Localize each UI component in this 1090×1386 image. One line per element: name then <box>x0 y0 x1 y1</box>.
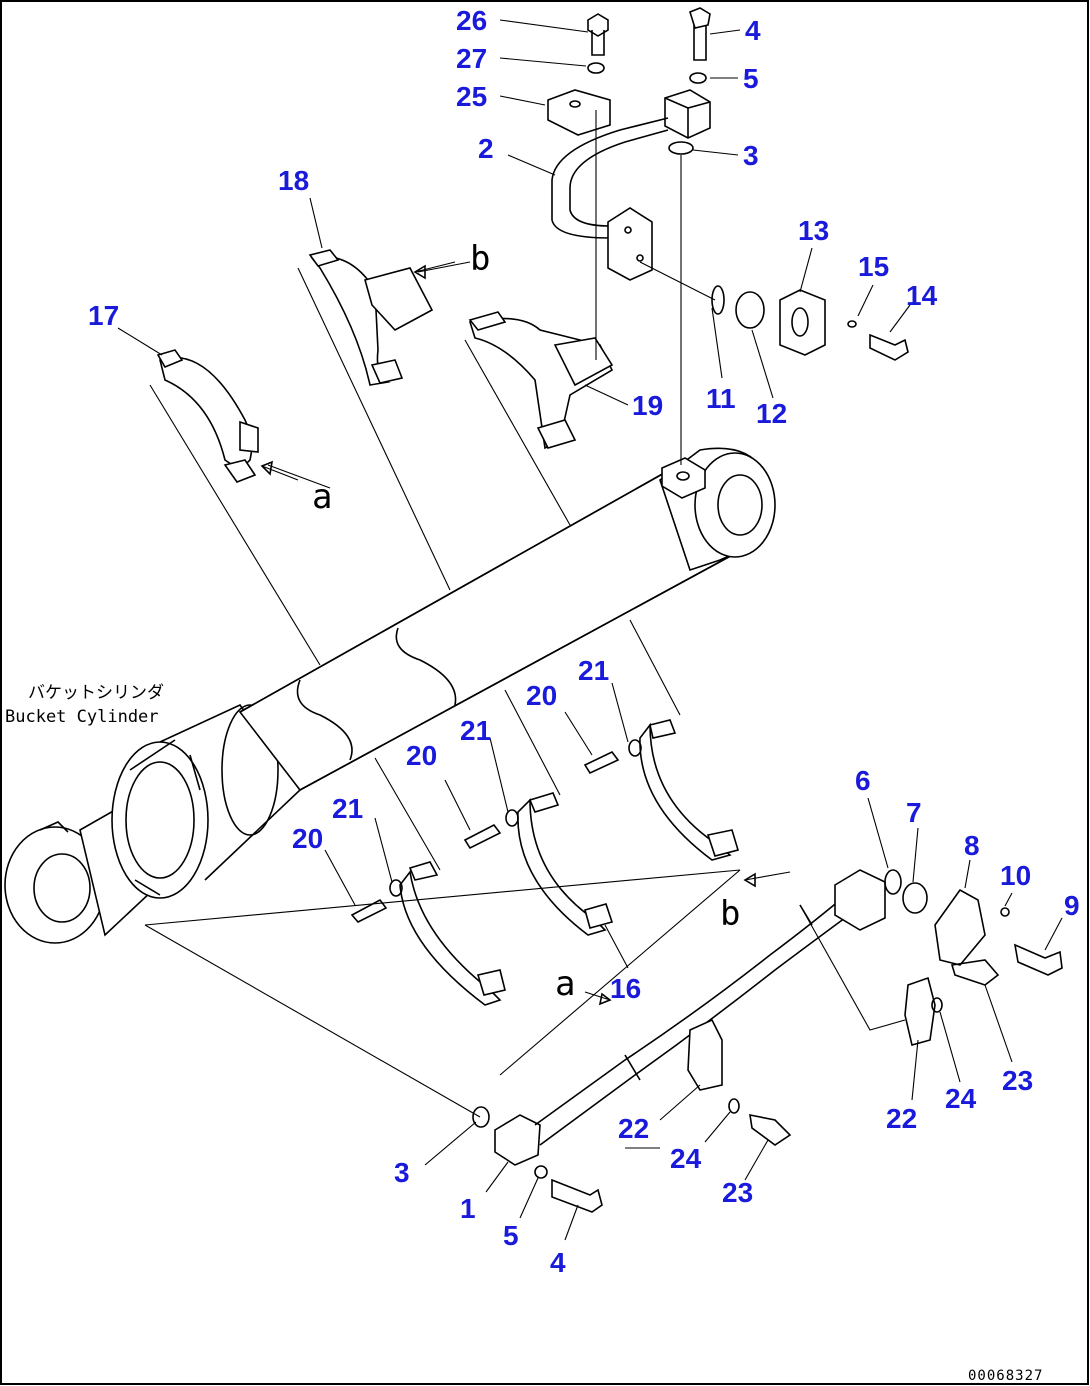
callout-20-left: 20 <box>292 823 323 854</box>
callout-8: 8 <box>964 830 980 861</box>
callout-1: 1 <box>460 1193 476 1224</box>
callout-17: 17 <box>88 300 119 331</box>
view-letter-a-left: a <box>312 477 332 517</box>
callout-21-right: 21 <box>578 655 609 686</box>
upper-pipe <box>551 89 909 361</box>
view-letter-b-bottom: b <box>720 894 740 934</box>
callout-4-top: 4 <box>745 15 761 46</box>
callout-19: 19 <box>632 390 663 421</box>
clamp-19 <box>468 311 614 450</box>
callout-21-left: 21 <box>332 793 363 824</box>
callout-24-bottom: 24 <box>670 1143 702 1174</box>
callout-27: 27 <box>456 43 487 74</box>
view-letter-b-top: b <box>470 239 490 279</box>
label-en: Bucket Cylinder <box>5 707 159 727</box>
callout-14: 14 <box>906 280 938 311</box>
callout-15: 15 <box>858 251 889 282</box>
callout-18: 18 <box>278 165 309 196</box>
callout-22-bottom: 22 <box>618 1113 649 1144</box>
view-letter-a-bottom: a <box>555 964 575 1004</box>
callout-23-bottom: 23 <box>722 1177 753 1208</box>
callout-22-right: 22 <box>886 1103 917 1134</box>
callout-2: 2 <box>478 133 494 164</box>
callout-6: 6 <box>855 765 871 796</box>
leader-lines <box>117 19 1063 1241</box>
callout-numbers: 26 27 25 4 5 2 3 18 13 15 14 17 19 11 12… <box>88 5 1080 1278</box>
bucket-cylinder <box>4 447 776 944</box>
callout-3-bottom: 3 <box>394 1157 410 1188</box>
callout-7: 7 <box>906 797 922 828</box>
callout-5-top: 5 <box>743 63 759 94</box>
callout-24-right: 24 <box>945 1083 977 1114</box>
callout-16: 16 <box>610 973 641 1004</box>
callout-10: 10 <box>1000 860 1031 891</box>
callout-21-middle: 21 <box>460 715 491 746</box>
callout-23-right: 23 <box>1002 1065 1033 1096</box>
lower-clamps <box>350 719 740 1006</box>
text-labels: バケットシリンダ Bucket Cylinder 00068327 b a b … <box>5 239 1043 1384</box>
callout-26: 26 <box>456 5 487 36</box>
drawing-code: 00068327 <box>968 1368 1043 1384</box>
lower-pipe <box>472 869 1063 1213</box>
callout-11: 11 <box>706 383 736 414</box>
callout-13: 13 <box>798 215 829 246</box>
clamp-17 <box>156 349 259 483</box>
callout-12: 12 <box>756 398 787 429</box>
callout-3-top: 3 <box>743 140 759 171</box>
callout-20-right: 20 <box>526 680 557 711</box>
callout-25: 25 <box>456 81 487 112</box>
callout-20-middle: 20 <box>406 740 437 771</box>
callout-5-bottom: 5 <box>503 1220 519 1251</box>
upper-fasteners <box>547 7 711 155</box>
callout-4-bottom: 4 <box>550 1247 566 1278</box>
label-jp: バケットシリンダ <box>28 683 164 703</box>
clamp-18 <box>308 249 434 386</box>
callout-9: 9 <box>1064 890 1080 921</box>
